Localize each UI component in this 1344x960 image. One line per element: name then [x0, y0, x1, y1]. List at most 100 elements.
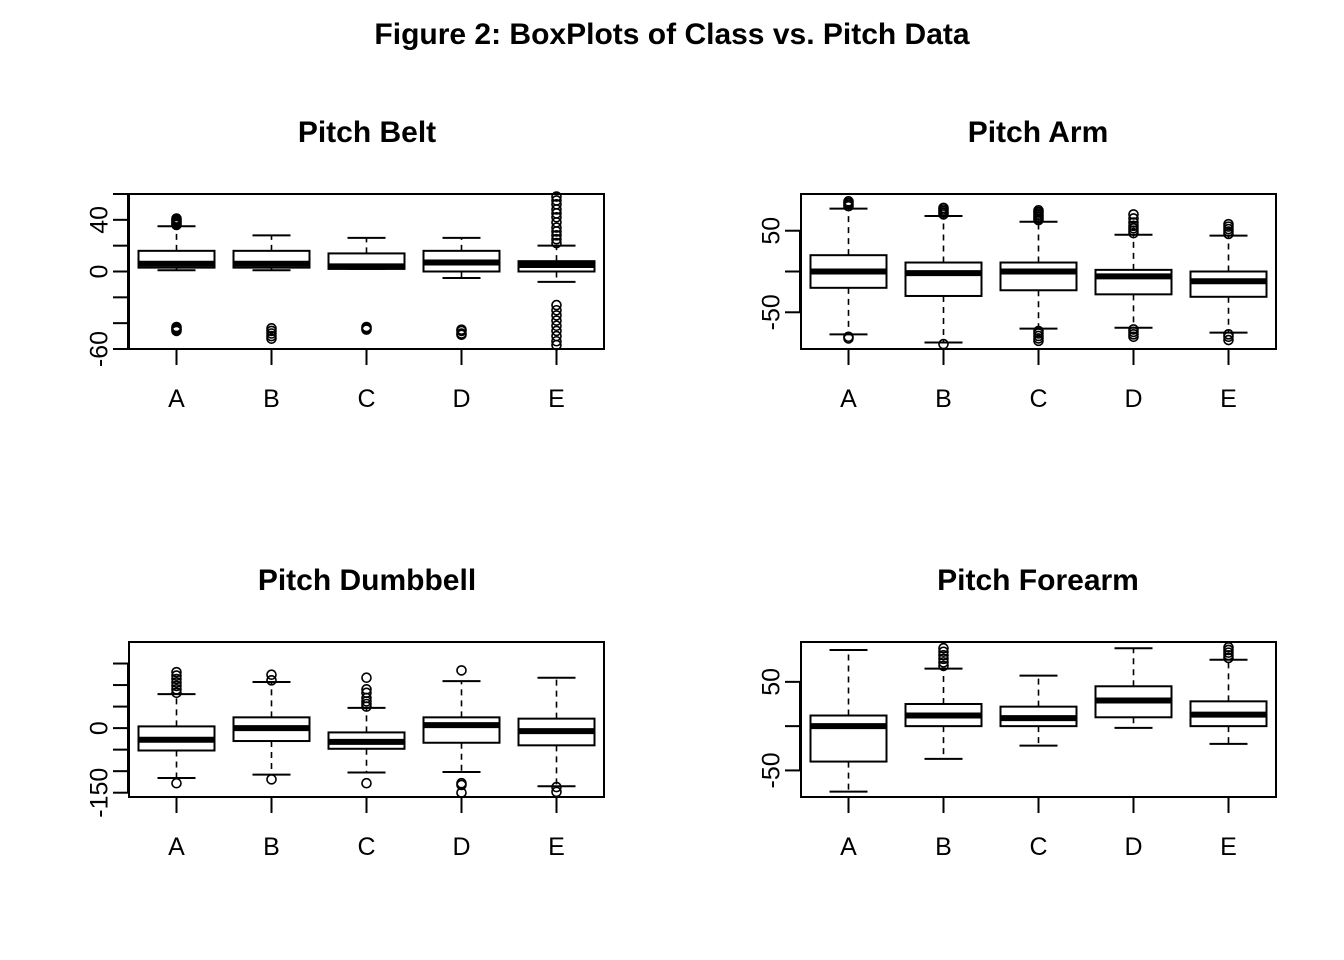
- x-tick-label: B: [263, 833, 280, 861]
- x-tick-label: C: [357, 833, 375, 861]
- box-C: [999, 674, 1078, 747]
- box-A: [137, 666, 216, 789]
- box-C: [999, 205, 1078, 347]
- box-rect: [904, 261, 983, 297]
- outlier-point: [171, 684, 182, 695]
- outlier-point: [266, 333, 277, 344]
- box-rect: [999, 261, 1078, 292]
- x-tick-label: D: [1124, 833, 1142, 861]
- outlier-point: [1033, 205, 1044, 216]
- box-B: [904, 642, 983, 760]
- outlier-point: [843, 333, 854, 344]
- x-tick-label: A: [840, 385, 857, 413]
- outlier-point: [171, 680, 182, 692]
- box-rect: [422, 716, 501, 744]
- outlier-point: [1128, 217, 1139, 228]
- outlier-point: [456, 329, 467, 341]
- outlier-point: [171, 687, 182, 699]
- x-tick-label: A: [168, 833, 185, 861]
- x-tick-label: C: [1029, 385, 1047, 413]
- outlier-point: [938, 338, 949, 350]
- outlier-point: [843, 196, 854, 207]
- y-tick-label: 0: [86, 721, 114, 735]
- box-D: [1094, 209, 1173, 343]
- outlier-point: [551, 315, 562, 326]
- panel-title: Pitch Belt: [298, 116, 436, 149]
- x-tick-label: D: [452, 385, 470, 413]
- box-E: [1189, 642, 1268, 745]
- y-tick-label: 40: [86, 206, 114, 234]
- box-E: [1189, 218, 1268, 346]
- x-tick-label: E: [548, 833, 565, 861]
- outlier-point: [551, 233, 562, 245]
- outlier-point: [171, 777, 182, 789]
- outlier-point: [938, 653, 949, 665]
- outlier-point: [551, 320, 562, 332]
- outlier-point: [938, 646, 949, 658]
- outlier-point: [551, 786, 562, 798]
- box-E: [517, 676, 596, 798]
- x-tick-label: D: [452, 833, 470, 861]
- outlier-point: [551, 781, 562, 793]
- outlier-point: [938, 660, 949, 672]
- box-C: [327, 672, 406, 789]
- outlier-point: [551, 211, 562, 223]
- outlier-point: [361, 672, 372, 684]
- outlier-point: [171, 213, 182, 224]
- x-tick-label: B: [935, 385, 952, 413]
- x-tick-label: A: [168, 385, 185, 413]
- box-E: [517, 191, 596, 351]
- outlier-point: [938, 649, 949, 661]
- outlier-point: [171, 673, 182, 685]
- x-tick-label: D: [1124, 385, 1142, 413]
- x-tick-label: B: [935, 833, 952, 861]
- outlier-point: [551, 222, 562, 233]
- outlier-point: [456, 665, 467, 676]
- box-D: [422, 665, 501, 798]
- outlier-point: [171, 325, 182, 337]
- outlier-point: [551, 237, 562, 249]
- outlier-point: [938, 202, 949, 214]
- outlier-point: [551, 304, 562, 316]
- outlier-point: [551, 230, 562, 241]
- box-A: [137, 213, 216, 337]
- box-A: [809, 648, 888, 793]
- outlier-point: [551, 335, 562, 347]
- x-tick-label: B: [263, 385, 280, 413]
- outlier-point: [551, 310, 562, 321]
- outlier-point: [1128, 209, 1139, 220]
- outlier-point: [551, 339, 562, 351]
- outlier-point: [551, 199, 562, 210]
- panel-title: Pitch Arm: [968, 116, 1109, 149]
- x-tick-label: C: [357, 385, 375, 413]
- outlier-point: [171, 670, 182, 681]
- y-tick-label: -50: [758, 294, 786, 330]
- box-B: [904, 202, 983, 350]
- outlier-point: [361, 324, 372, 335]
- panel-title: Pitch Forearm: [937, 564, 1139, 597]
- figure-title: Figure 2: BoxPlots of Class vs. Pitch Da…: [374, 18, 969, 51]
- x-tick-label: E: [1220, 385, 1237, 413]
- outlier-point: [1223, 642, 1234, 653]
- x-tick-label: A: [840, 833, 857, 861]
- outlier-point: [266, 774, 277, 785]
- outlier-point: [361, 687, 372, 699]
- outlier-point: [361, 684, 372, 695]
- box-rect: [809, 714, 888, 763]
- outlier-point: [551, 299, 562, 311]
- outlier-point: [171, 666, 182, 678]
- outlier-point: [1223, 331, 1234, 343]
- outlier-point: [361, 777, 372, 789]
- outlier-point: [1223, 334, 1234, 346]
- outlier-point: [1128, 220, 1139, 232]
- x-tick-label: E: [1220, 833, 1237, 861]
- box-A: [809, 196, 888, 344]
- outlier-point: [456, 779, 467, 791]
- outlier-point: [551, 195, 562, 206]
- outlier-point: [551, 325, 562, 337]
- outlier-point: [938, 657, 949, 668]
